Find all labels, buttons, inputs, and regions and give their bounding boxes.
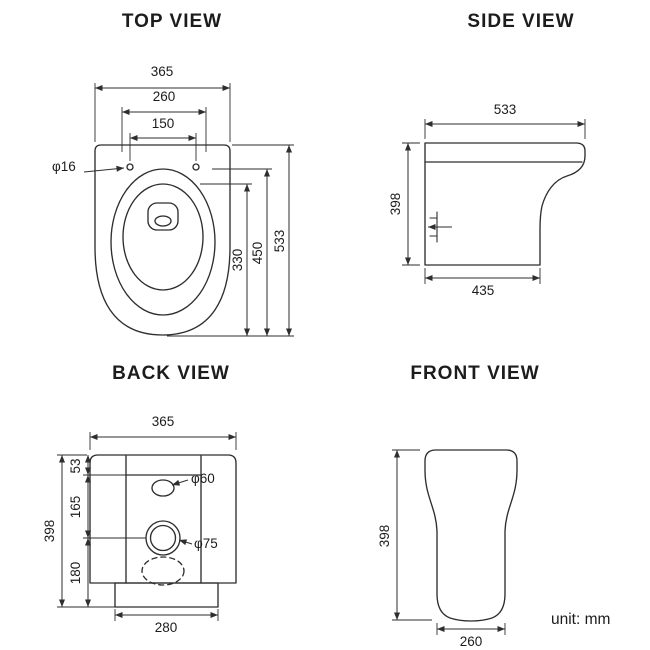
leader-line (83, 165, 125, 173)
dim-back-base-width: 280 (155, 620, 178, 635)
back-view-inlet-hole (151, 479, 175, 497)
dim-front-height: 398 (377, 525, 392, 548)
side-view-panel: SIDE VIEW 533 398 435 (388, 11, 586, 298)
back-view-title: BACK VIEW (112, 363, 230, 384)
dim-back-overall-width: 365 (152, 414, 175, 429)
back-view-outlet-hole-inner (149, 524, 177, 552)
dim-top-seat-width: 260 (153, 89, 176, 104)
leader-line (178, 539, 193, 546)
top-view-outer-outline (94, 144, 231, 336)
back-view-outline (89, 454, 237, 584)
dim-top-overall-width: 365 (151, 64, 174, 79)
top-view-seat-ring (110, 168, 216, 316)
front-view-outline (424, 449, 518, 622)
back-view-plinth (114, 582, 219, 608)
back-view-panel: BACK VIEW φ60 φ75 365 53 165 180 398 (42, 363, 237, 635)
dim-back-inlet-diameter: φ60 (191, 471, 215, 486)
dim-top-hole-diameter: φ16 (52, 159, 76, 174)
dim-side-base-depth: 435 (472, 283, 495, 298)
dim-front-base-width: 260 (460, 634, 483, 649)
dim-top-seat-depth: 450 (250, 242, 265, 265)
dim-back-mid-offset: 165 (68, 496, 83, 519)
unit-label: unit: mm (551, 611, 610, 628)
dim-side-height: 398 (388, 193, 403, 216)
top-view-title: TOP VIEW (122, 11, 222, 32)
side-view-title: SIDE VIEW (467, 11, 574, 32)
dim-top-hole-spacing: 150 (152, 116, 175, 131)
dim-top-bowl-depth: 330 (230, 249, 245, 272)
dim-top-overall-depth: 533 (272, 230, 287, 253)
top-view-bowl-rim (122, 183, 204, 291)
leader-line (171, 479, 189, 486)
front-view-panel: FRONT VIEW 398 260 (377, 363, 539, 649)
top-view-hinge-hole-left (126, 163, 134, 171)
top-view-panel: TOP VIEW 365 260 150 φ16 330 (52, 11, 294, 337)
dim-back-outlet-diameter: φ75 (194, 536, 218, 551)
dim-back-top-offset: 53 (68, 458, 83, 473)
side-view-outline (424, 142, 586, 266)
dim-back-bottom-offset: 180 (68, 562, 83, 585)
top-view-trap-outline (147, 202, 179, 231)
back-view-hidden-trap (141, 556, 185, 586)
dim-back-height: 398 (42, 520, 57, 543)
dim-side-overall-depth: 533 (494, 102, 517, 117)
top-view-trap-hole (154, 215, 172, 227)
top-view-hinge-hole-right (192, 163, 200, 171)
front-view-title: FRONT VIEW (410, 363, 539, 384)
